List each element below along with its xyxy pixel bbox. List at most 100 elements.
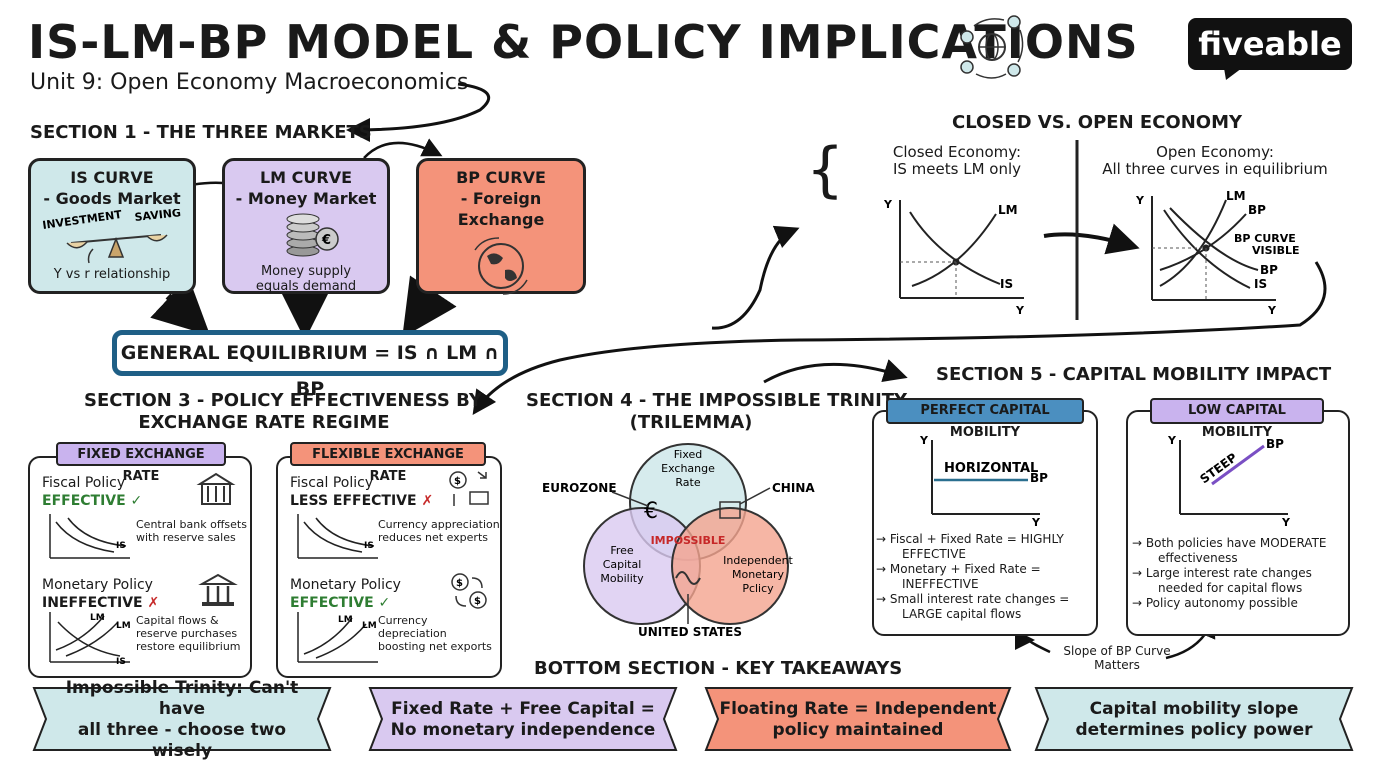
is-curve-subtitle: - Goods Market (43, 189, 181, 208)
venn-top-3: Rate (675, 476, 700, 489)
venn-top-1: Fixed (674, 448, 703, 461)
closed-open-heading: CLOSED VS. OPEN ECONOMY (952, 112, 1243, 133)
perfect-item1a: → Fiscal + Fixed Rate = HIGHLY (876, 532, 1064, 546)
perfect-item2a: → Monetary + Fixed Rate = (876, 562, 1041, 576)
takeaway-banner-1 (32, 687, 332, 751)
takeaway-1-line1: Impossible Trinity: Can't have (65, 678, 299, 719)
saving-label: SAVING (134, 209, 182, 224)
closed-open-divider (1075, 140, 1079, 320)
low-mobility-card (1126, 410, 1350, 636)
open-is-label: IS (1254, 277, 1267, 291)
low-item1b: effectiveness (1158, 551, 1238, 565)
venn-left-1: Free (610, 544, 634, 557)
flexible-rate-tag: FLEXIBLE EXCHANGE RATE (290, 442, 486, 484)
venn-top-2: Exchange (661, 462, 715, 475)
open-economy-title: Open Economy: (1156, 143, 1274, 161)
closed-lm-label: LM (998, 203, 1018, 217)
low-item2b: needed for capital flows (1158, 581, 1303, 595)
flex-fiscal-status: LESS EFFECTIVE ✗ (290, 493, 434, 509)
svg-text:$: $ (456, 578, 463, 589)
perfect-mobility-card (872, 410, 1098, 636)
balance-scale-icon: INVESTMENT SAVING (42, 206, 182, 264)
euro-icon: € (644, 499, 658, 524)
open-economy-sub: All three curves in equilibrium (1102, 160, 1328, 178)
fixed-monetary-graph: LM LM IS (49, 612, 131, 666)
wave-icon (675, 571, 701, 585)
is-curve-note: Y vs r relationship (53, 267, 171, 282)
open-economy-graph: Y Y LM BP BP CURVE VISIBLE BP IS (1135, 189, 1300, 316)
section4-heading-1: SECTION 4 - THE IMPOSSIBLE TRINITY (526, 390, 908, 411)
closed-economy-sub: IS meets LM only (892, 160, 1022, 178)
fixed-fiscal-note-2: with reserve sales (136, 531, 236, 544)
fixed-fiscal-label: Fiscal Policy (42, 475, 126, 491)
fixed-monetary-is-label: IS (116, 657, 126, 666)
low-mobility-tag: LOW CAPITAL MOBILITY (1150, 398, 1324, 440)
section3-heading-1: SECTION 3 - POLICY EFFECTIVENESS BY (84, 390, 482, 411)
lm-curve-subtitle: - Money Market (235, 189, 377, 208)
fiveable-logo: fiveable (1188, 18, 1352, 70)
low-item2a: → Large interest rate changes (1132, 566, 1312, 580)
low-item3: → Policy autonomy possible (1132, 596, 1298, 610)
venn-right-2: Monetary (732, 568, 785, 581)
closed-economy-title: Closed Economy: (892, 143, 1022, 161)
venn-china: CHINA (772, 481, 815, 495)
fixed-rate-tag: FIXED EXCHANGE RATE (56, 442, 226, 484)
venn-center: IMPOSSIBLE (651, 534, 726, 547)
flex-monetary-note-2: depreciation (378, 627, 447, 640)
flex-fiscal-graph: IS (297, 514, 378, 559)
low-bp-label: BP (1266, 437, 1284, 451)
fixed-monetary-note-2: reserve purchases (136, 627, 238, 640)
fixed-monetary-lm-label: LM (90, 613, 105, 623)
venn-right-1: Independent (723, 554, 793, 567)
bottom-heading: BOTTOM SECTION - KEY TAKEAWAYS (534, 658, 903, 679)
takeaway-4-line1: Capital mobility slope (1089, 699, 1299, 719)
section4-heading-2: (TRILEMMA) (629, 412, 753, 433)
bp-visible-label-2: VISIBLE (1252, 244, 1300, 257)
flex-monetary-status: EFFECTIVE ✓ (290, 595, 391, 611)
takeaway-banner-3 (704, 687, 1012, 751)
coins-stack-icon: € (286, 213, 339, 257)
fixed-fiscal-status: EFFECTIVE ✓ (42, 493, 143, 509)
svg-text:€: € (321, 233, 331, 248)
low-item1a: → Both policies have MODERATE (1132, 536, 1327, 550)
perfect-item3b: LARGE capital flows (902, 607, 1022, 621)
horizontal-label: HORIZONTAL (944, 461, 1038, 476)
page-title: IS-LM-BP MODEL & POLICY IMPLICATIONS (28, 15, 1139, 69)
bp-curve-title: BP CURVE (456, 168, 546, 187)
closed-economy-graph: Y Y LM IS (883, 198, 1025, 314)
takeaway-banners (32, 687, 1354, 751)
venn-right-3: Pclicy (742, 582, 774, 595)
page-subtitle: Unit 9: Open Economy Macroeconomics (30, 70, 469, 95)
takeaway-3-line1: Floating Rate = Independent (719, 699, 997, 719)
is-curve-card: IS CURVE - Goods Market INVESTMENT SAVIN… (28, 158, 196, 294)
flex-monetary-note-3: boosting net exports (378, 640, 492, 653)
investment-label: INVESTMENT (42, 209, 123, 232)
bp-curve-subtitle: - Foreign Exchange (457, 189, 545, 229)
svg-text:$: $ (454, 476, 461, 487)
fixed-fiscal-is-label: IS (116, 541, 126, 551)
fixed-rate-card (28, 456, 252, 678)
government-building-icon (196, 472, 236, 505)
fixed-monetary-status: INEFFECTIVE ✗ (42, 595, 160, 611)
open-y-label: Y (1135, 194, 1145, 207)
fixed-monetary-label: Monetary Policy (42, 577, 153, 593)
takeaway-3-line2: policy maintained (772, 720, 944, 740)
section3-heading-2: EXCHANGE RATE REGIME (138, 412, 390, 433)
svg-text:$: $ (474, 596, 481, 607)
perfect-x-label: Y (1031, 516, 1041, 526)
venn-us: UNITED STATES (638, 625, 742, 639)
flex-monetary-note-1: Currency (378, 614, 428, 627)
open-x-label: Y (1267, 304, 1277, 316)
open-bp-top-label: BP (1248, 203, 1266, 217)
fixed-monetary-lm2-label: LM (116, 621, 131, 631)
slope-note-1: Slope of BP Curve (1063, 644, 1171, 658)
closed-y-label: Y (883, 198, 893, 211)
lm-curve-card: LM CURVE - Money Market € Money supply e… (222, 158, 390, 294)
currency-exchange-icon: $ (449, 471, 489, 506)
takeaway-1-line2: all three - choose two wisely (77, 720, 287, 761)
lm-curve-title: LM CURVE (259, 168, 353, 187)
low-y-label: Y (1167, 434, 1177, 447)
low-x-label: Y (1281, 516, 1291, 526)
takeaway-4-line2: determines policy power (1075, 720, 1313, 740)
takeaway-banner-4 (1034, 687, 1354, 751)
